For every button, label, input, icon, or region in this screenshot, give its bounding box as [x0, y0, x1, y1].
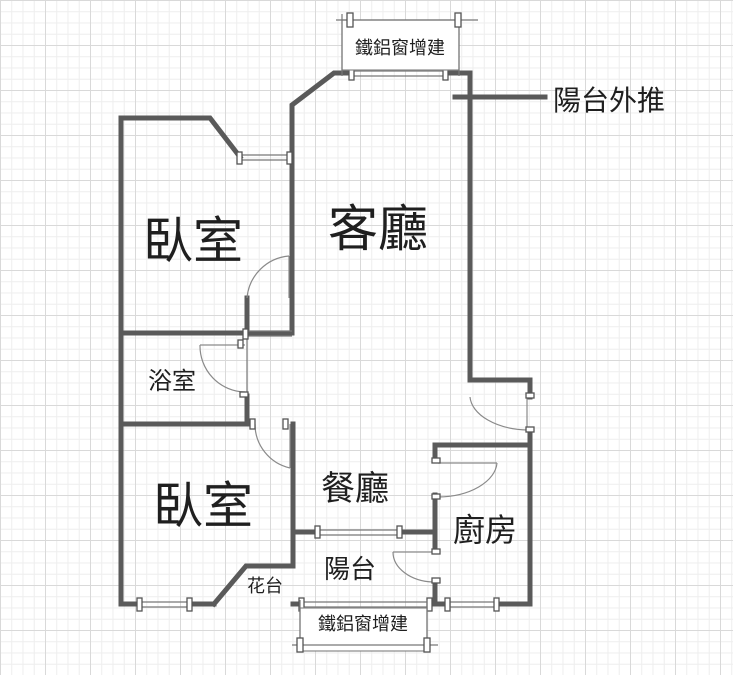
window-label-top: 鐵鋁窗增建: [336, 12, 478, 76]
window-label-bottom: 鐵鋁窗增建: [292, 600, 438, 653]
jamb: [282, 418, 289, 430]
window-label-bottom-box: [299, 607, 428, 652]
door-bathroom-arc: [199, 344, 246, 393]
wall-living-diagonal: [289, 70, 355, 160]
room-label-dining-room: 餐廳: [321, 469, 389, 509]
door-kitchen-arc: [437, 462, 498, 498]
door-bedroom-top-arc: [246, 255, 290, 299]
jamb: [239, 391, 249, 398]
wall-bedroom-bottom: [118, 421, 143, 607]
jamb: [346, 12, 354, 28]
jamb: [525, 426, 535, 433]
jambs: [136, 66, 535, 612]
wall-living-left: [247, 154, 295, 336]
walls: [118, 70, 548, 608]
jamb: [444, 597, 451, 612]
door-balcony-arc: [392, 551, 434, 583]
room-label-bedroom-bottom: 臥室: [153, 477, 253, 535]
jamb: [454, 12, 462, 28]
window-label-bottom-text: 鐵鋁窗增建: [318, 614, 408, 635]
wall-kitchen-right: [494, 442, 533, 607]
jamb: [396, 525, 403, 539]
jamb: [242, 328, 249, 340]
jamb: [431, 493, 441, 500]
window-label-top-box: [341, 19, 460, 71]
room-label-kitchen: 廚房: [453, 511, 517, 549]
wall-bathroom: [118, 330, 250, 427]
room-label-balcony: 陽台: [324, 555, 376, 585]
room-label-living-room: 客廳: [328, 200, 428, 258]
balcony-extension-label: 陽台外推: [553, 84, 665, 117]
wall-kitchen-top: [432, 427, 533, 463]
jamb: [525, 392, 535, 399]
jamb: [431, 548, 441, 555]
jamb: [186, 597, 193, 612]
room-label-planter: 花台: [247, 576, 283, 597]
jamb: [236, 151, 243, 165]
jamb: [314, 525, 321, 539]
wall-bedroom-top: [118, 115, 250, 336]
door-entrance-arc: [469, 396, 528, 431]
jamb: [426, 597, 433, 612]
windows: [140, 70, 497, 608]
jamb: [296, 637, 304, 653]
room-label-bathroom: 浴室: [148, 367, 196, 395]
jamb: [423, 637, 431, 653]
jamb: [493, 597, 500, 612]
jamb: [136, 597, 143, 612]
wall-living-right: [467, 70, 533, 400]
jamb: [431, 577, 441, 584]
jamb: [286, 151, 293, 165]
room-label-bedroom-top: 臥室: [143, 212, 243, 270]
jamb: [431, 457, 441, 464]
jamb: [249, 418, 256, 430]
jamb: [237, 339, 244, 349]
room-labels: 臥室 客廳 浴室 臥室 餐廳 廚房 陽台 花台 陽台外推: [143, 84, 665, 597]
window-label-top-text: 鐵鋁窗增建: [355, 38, 445, 59]
door-bedroom-bottom-arc: [254, 423, 291, 469]
